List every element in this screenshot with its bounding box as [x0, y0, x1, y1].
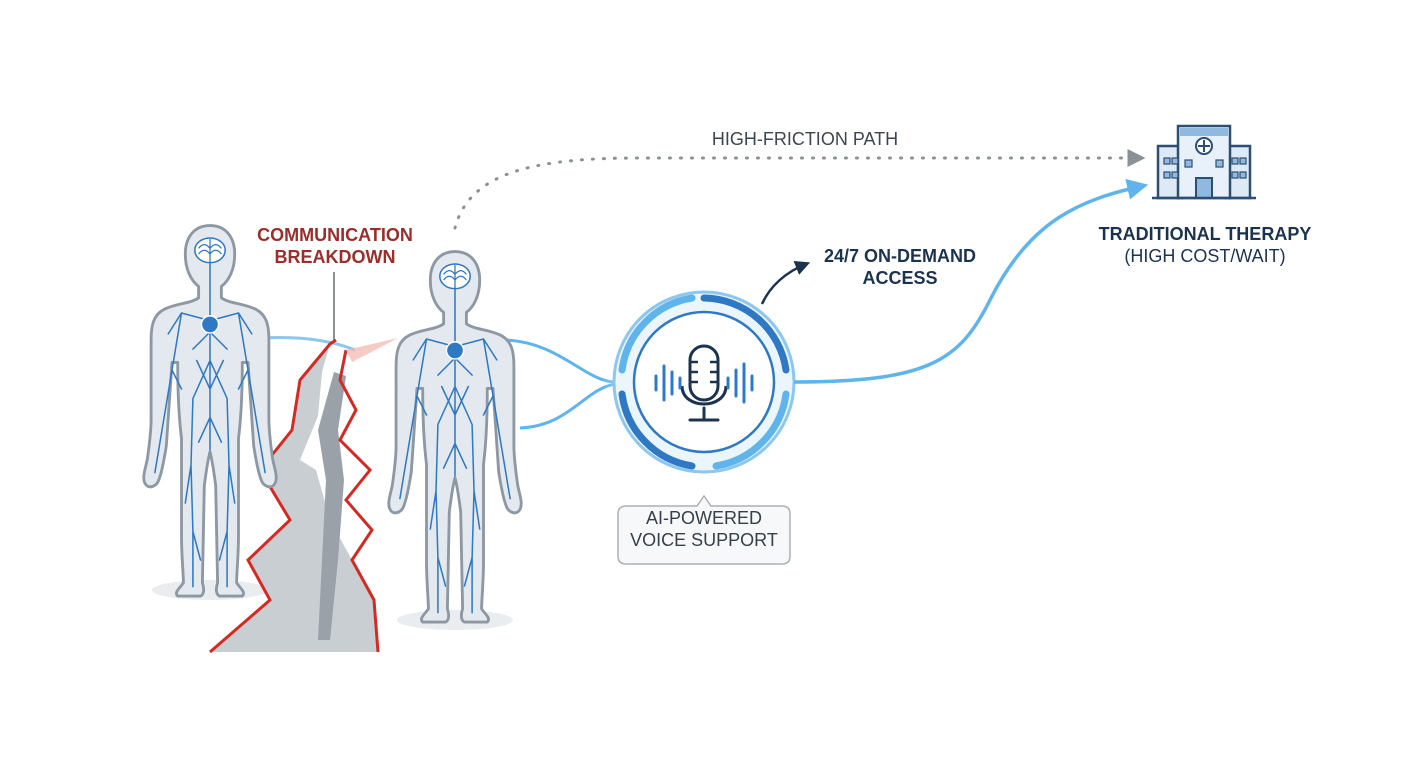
voice-label-line-2: VOICE SUPPORT — [630, 530, 778, 550]
hospital-icon — [1152, 124, 1256, 200]
person-left-shadow — [152, 580, 268, 600]
high-friction-path-arrow — [453, 149, 1146, 230]
voice-label-line-1: AI-POWERED — [645, 508, 762, 528]
communication-breakdown-label: COMMUNICATION BREAKDOWN — [250, 224, 420, 268]
breakdown-label-line-2: BREAKDOWN — [274, 247, 396, 267]
microphone-icon — [680, 344, 728, 422]
person-left-icon — [142, 224, 278, 598]
person-right-shadow — [397, 610, 513, 630]
therapy-label-line-2: (HIGH COST/WAIT) — [1124, 246, 1286, 266]
connection-line-right-lower — [519, 382, 617, 430]
on-demand-access-label: 24/7 ON-DEMAND ACCESS — [800, 245, 1000, 289]
therapy-path-arrow — [793, 178, 1149, 384]
ai-voice-support-label: AI-POWERED VOICE SUPPORT — [617, 507, 791, 551]
high-friction-path-label: HIGH-FRICTION PATH — [711, 129, 899, 149]
on-demand-access-arrow — [760, 260, 811, 305]
person-right-icon — [387, 250, 523, 624]
connection-line-right-upper — [504, 338, 617, 384]
breakdown-label-line-1: COMMUNICATION — [257, 225, 413, 245]
traditional-therapy-label: TRADITIONAL THERAPY (HIGH COST/WAIT) — [1090, 223, 1320, 267]
therapy-label-line-1: TRADITIONAL THERAPY — [1098, 224, 1312, 244]
connection-line-left — [261, 336, 356, 352]
voice-support-callout — [617, 494, 791, 565]
sound-wave-icon — [654, 362, 754, 404]
access-label-line-2: ACCESS — [862, 268, 938, 288]
access-label-line-1: 24/7 ON-DEMAND — [823, 246, 977, 266]
